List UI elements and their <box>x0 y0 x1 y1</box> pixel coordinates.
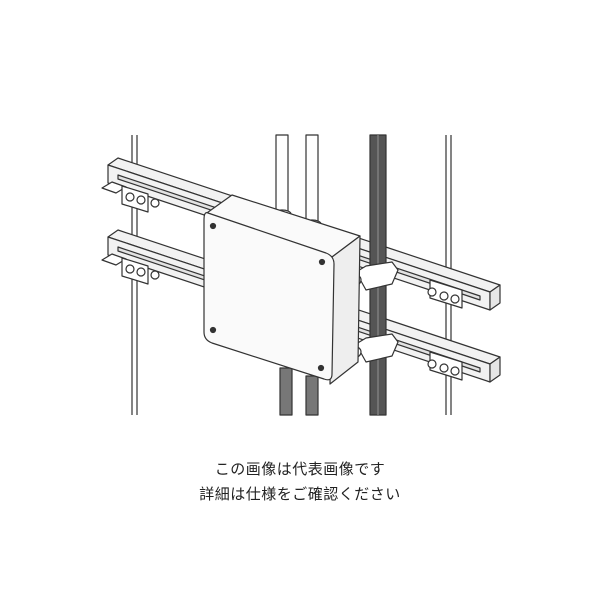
right-upper-clamp <box>427 279 463 309</box>
right-lower-clamp <box>427 351 463 381</box>
bottom-conduits <box>279 367 319 416</box>
left-upper-clamp <box>121 185 160 213</box>
junction-box <box>203 194 361 385</box>
caption-line-2: 詳細は仕様をご確認ください <box>199 485 401 503</box>
left-lower-clamp <box>121 257 160 285</box>
caption-line-1: この画像は代表画像です <box>214 460 386 478</box>
junction-box-mounting-illustration <box>101 134 501 416</box>
